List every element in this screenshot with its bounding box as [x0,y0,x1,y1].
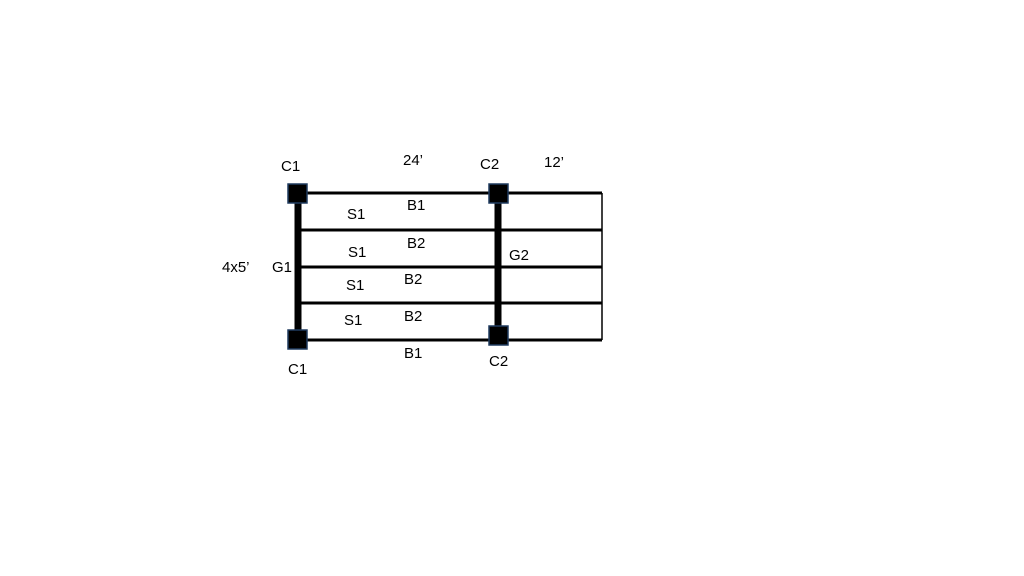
column-bottom-left [287,329,308,350]
column-bottom-right [488,325,509,346]
label-column-top-right: C2 [480,156,499,173]
label-span-main: 24’ [403,152,423,169]
label-beam-3: B2 [404,271,422,288]
label-slab-1: S1 [347,206,365,223]
column-top-right [488,183,509,204]
label-beam-2: B2 [407,235,425,252]
column-top-left [287,183,308,204]
label-column-bottom-left: C1 [288,361,307,378]
label-beam-top: B1 [407,197,425,214]
label-slab-4: S1 [344,312,362,329]
label-span-cantilever: 12’ [544,154,564,171]
label-beam-bottom: B1 [404,345,422,362]
label-column-top-left: C1 [281,158,300,175]
label-column-bottom-right: C2 [489,353,508,370]
label-girder-left: G1 [272,259,292,276]
label-slab-2: S1 [348,244,366,261]
label-beam-4: B2 [404,308,422,325]
label-slab-3: S1 [346,277,364,294]
label-bay-width: 4x5’ [222,259,250,276]
label-girder-right: G2 [509,247,529,264]
